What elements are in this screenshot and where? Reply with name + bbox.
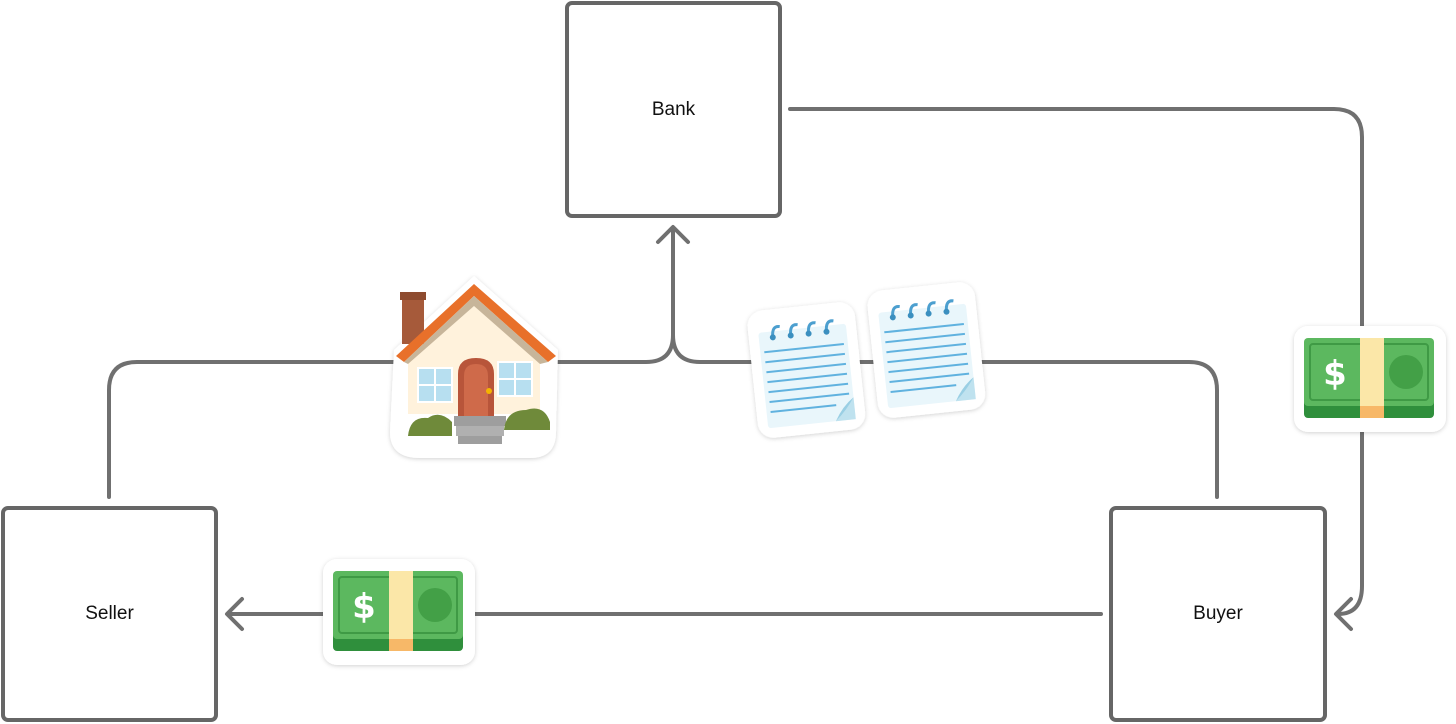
spiral-notepad-icon xyxy=(746,301,867,440)
banknote-dollar-icon xyxy=(1294,326,1446,432)
arrowheads xyxy=(225,225,1353,631)
seller-node: Seller xyxy=(1,506,218,722)
bank-label: Bank xyxy=(651,98,696,120)
banknote-dollar-icon xyxy=(323,559,475,665)
buyer-node: Buyer xyxy=(1109,506,1327,722)
spiral-notepad-icon xyxy=(866,281,987,420)
arrowhead-left-icon xyxy=(225,597,244,631)
arrowhead-up-icon xyxy=(656,225,690,244)
connector-buyer-to-bank xyxy=(671,333,1219,499)
arrowhead-left-icon xyxy=(1334,597,1353,631)
connector-seller-to-bank xyxy=(107,229,675,499)
bank-node: Bank xyxy=(565,1,782,218)
seller-label: Seller xyxy=(85,603,134,624)
connector-bank-to-buyer xyxy=(788,107,1364,616)
house-with-garden-icon xyxy=(390,276,558,458)
buyer-label: Buyer xyxy=(1193,603,1243,624)
